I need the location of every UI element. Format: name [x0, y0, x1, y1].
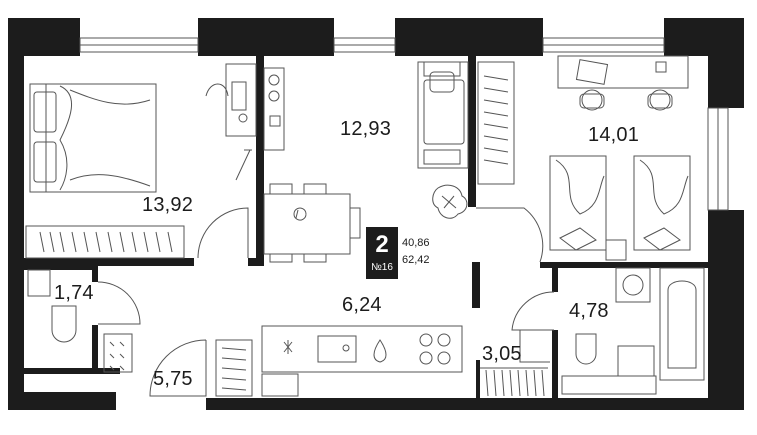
bedroom-door [197, 207, 249, 259]
bath-fixtures [561, 267, 705, 395]
room-area-bath: 4,78 [569, 300, 609, 322]
dining-table [263, 183, 361, 263]
room-area-kitchen: 6,24 [342, 294, 382, 316]
living-area: 40,86 [402, 237, 430, 249]
area-values: 40,86 62,42 [402, 235, 430, 269]
hall-wardrobe [215, 339, 253, 397]
total-area: 62,42 [402, 254, 430, 266]
room-area-bedroom: 13,92 [142, 194, 194, 216]
wc-door [97, 281, 141, 325]
bath-door [511, 291, 555, 331]
room-area-hall: 5,75 [153, 368, 193, 390]
closet-hangers [480, 330, 550, 397]
apartment-badge: 2 №16 40,86 62,42 [366, 227, 470, 279]
entrance-door [149, 339, 207, 397]
living-sofa [417, 61, 469, 169]
bedroom-desk [205, 63, 257, 181]
interior-walls [24, 52, 708, 398]
hall-tiles [103, 333, 133, 373]
apartment-number: №16 [371, 262, 393, 273]
room-area-wardrobe: 3,05 [482, 343, 522, 365]
rooms-count-box: 2 №16 [366, 227, 398, 279]
kids-desk [557, 55, 689, 111]
wc-fixtures [27, 269, 77, 343]
kitchen-counter [261, 325, 463, 397]
kids-wardrobe [477, 61, 515, 185]
windows [79, 37, 729, 211]
bedroom-wardrobe [25, 225, 185, 259]
room-area-living: 12,93 [340, 118, 392, 140]
outer-walls [8, 18, 744, 410]
kids-door [476, 207, 544, 263]
room-area-wc: 1,74 [54, 282, 94, 304]
living-shelf [263, 67, 285, 151]
room-area-kids: 14,01 [588, 124, 640, 146]
bedroom-bed [29, 83, 157, 193]
kids-beds [549, 155, 691, 261]
plant [432, 184, 468, 219]
rooms-count: 2 [375, 231, 389, 258]
